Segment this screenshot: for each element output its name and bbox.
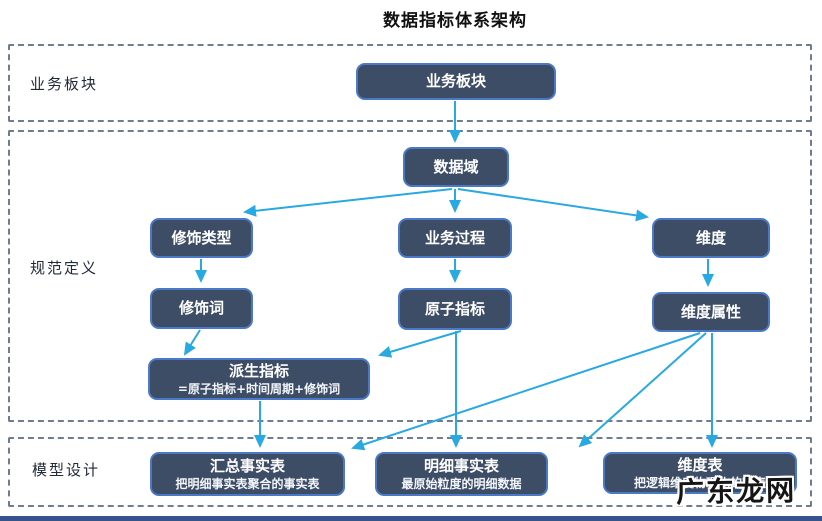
node-label: 修饰词 bbox=[178, 299, 224, 317]
node-label: 原子指标 bbox=[424, 299, 485, 318]
node-sublabel: =原子指标+时间周期+修饰词 bbox=[177, 381, 341, 396]
section-label-spec: 规范定义 bbox=[30, 259, 99, 277]
node-label: 业务板块 bbox=[425, 72, 486, 90]
node-data-domain: 数据域 bbox=[403, 147, 509, 187]
node-modifier-word: 修饰词 bbox=[150, 288, 253, 329]
arrow-atomicmetric-to-derivedmetric bbox=[378, 330, 462, 358]
node-label: 业务过程 bbox=[424, 228, 485, 247]
node-business-board: 业务板块 bbox=[356, 63, 556, 100]
node-summary-fact-table: 汇总事实表 把明细事实表聚合的事实表 bbox=[150, 452, 345, 496]
node-dimension-attribute: 维度属性 bbox=[652, 292, 770, 332]
node-label: 维度 bbox=[695, 228, 726, 247]
arrow-dimensionattr-to-summaryfact bbox=[351, 332, 701, 451]
arrow-dimensionattr-to-detailfact bbox=[578, 332, 707, 448]
node-label: 数据域 bbox=[433, 157, 479, 176]
watermark: 广东龙网 bbox=[675, 473, 797, 510]
arrow-modifierword-to-derivedmetric bbox=[183, 329, 201, 356]
arrow-datadomain-to-modifiertype bbox=[243, 188, 453, 217]
section-label-model: 模型设计 bbox=[32, 461, 101, 479]
node-label: 明细事实表 bbox=[423, 456, 499, 475]
node-derived-metric: 派生指标 =原子指标+时间周期+修饰词 bbox=[148, 358, 370, 400]
section-model-design bbox=[8, 437, 812, 507]
node-dimension: 维度 bbox=[652, 218, 770, 258]
node-label: 修饰类型 bbox=[171, 228, 232, 247]
node-business-process: 业务过程 bbox=[398, 218, 512, 258]
node-detail-fact-table: 明细事实表 最原始粒度的明细数据 bbox=[375, 452, 548, 496]
section-business-board bbox=[8, 44, 812, 122]
node-sublabel: 把逻辑维度物理化的宽表 bbox=[633, 475, 766, 490]
node-sublabel: 最原始粒度的明细数据 bbox=[401, 476, 522, 491]
node-dimension-table: 维度表 把逻辑维度物理化的宽表 bbox=[603, 452, 797, 494]
bottom-border-bar bbox=[0, 516, 822, 521]
page-title: 数据指标体系架构 bbox=[383, 11, 527, 31]
node-sublabel: 把明细事实表聚合的事实表 bbox=[175, 476, 320, 491]
section-label-business: 业务板块 bbox=[30, 75, 99, 93]
node-atomic-metric: 原子指标 bbox=[398, 288, 512, 330]
arrow-datadomain-to-dimension bbox=[457, 188, 649, 222]
section-spec-definition bbox=[8, 130, 812, 422]
node-label: 维度表 bbox=[677, 455, 723, 474]
node-label: 派生指标 bbox=[228, 361, 289, 380]
node-label: 汇总事实表 bbox=[209, 456, 285, 475]
node-modifier-type: 修饰类型 bbox=[150, 218, 253, 258]
node-label: 维度属性 bbox=[680, 302, 741, 321]
